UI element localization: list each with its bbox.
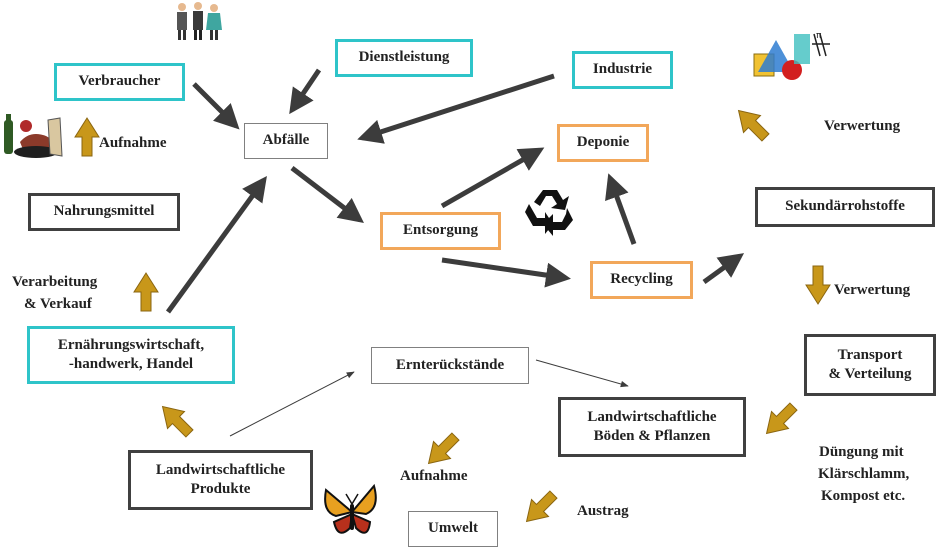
box-ernaehrungswirtschaft-line2: -handwerk, Handel	[68, 356, 194, 372]
box-transport-line1: Transport	[837, 346, 903, 363]
box-sekundaerrohstoffe-label: Sekundärrohstoffe	[785, 198, 905, 215]
arrow-produkte-ernterueckstaende	[229, 371, 355, 437]
label-austrag: Austrag	[577, 503, 629, 519]
label-verwertung-top: Verwertung	[824, 118, 901, 134]
box-nahrungsmittel: Nahrungsmittel	[28, 193, 180, 231]
gold-arrow-aufnahme-top	[74, 117, 100, 157]
box-produkte-line1: Landwirtschaftliche	[155, 461, 286, 478]
label-aufnahme-bottom: Aufnahme	[400, 468, 468, 484]
svg-text:π: π	[816, 31, 822, 41]
box-ernterueckstaende: Ernterückstände	[371, 347, 529, 384]
label-duengung-3: Kompost etc.	[821, 488, 906, 504]
box-industrie: Industrie	[572, 51, 673, 89]
business-people-icon	[177, 2, 222, 40]
box-transport-line2: & Verteilung	[828, 366, 912, 382]
gold-arrow-aufnahme-bottom	[427, 432, 460, 465]
arrow-recycling-sekundaerrohstoffe	[702, 253, 745, 285]
gold-arrow-duengung	[765, 402, 798, 435]
box-ernterueckstaende-label: Ernterückstände	[395, 356, 505, 373]
arrow-recycling-deponie	[605, 173, 637, 245]
label-aufnahme-top: Aufnahme	[99, 135, 167, 151]
box-deponie-label: Deponie	[576, 134, 630, 151]
box-ernaehrungswirtschaft: Ernährungswirtschaft, -handwerk, Handel	[27, 326, 235, 384]
box-umwelt-label: Umwelt	[428, 520, 478, 537]
gold-arrow-verwertung-right	[805, 265, 831, 305]
box-boeden-line2: Böden & Pflanzen	[593, 428, 711, 444]
gold-arrow-verarbeitung	[133, 272, 159, 312]
box-entsorgung-label: Entsorgung	[402, 222, 479, 239]
box-recycling: Recycling	[590, 261, 693, 299]
box-industrie-label: Industrie	[592, 61, 653, 78]
box-abfaelle-label: Abfälle	[262, 132, 310, 149]
label-verarbeitung-2: & Verkauf	[24, 296, 92, 312]
box-boeden-line1: Landwirtschaftliche	[587, 408, 717, 425]
box-landwirtschaftliche-boeden: Landwirtschaftliche Böden & Pflanzen	[558, 397, 746, 457]
box-ernaehrungswirtschaft-line1: Ernährungswirtschaft,	[57, 336, 205, 353]
arrow-entsorgung-recycling	[441, 257, 571, 288]
box-entsorgung: Entsorgung	[380, 212, 501, 250]
box-dienstleistung: Dienstleistung	[335, 39, 473, 77]
arrow-ernaehrung-abfaelle	[165, 175, 267, 314]
box-transport: Transport & Verteilung	[804, 334, 936, 396]
label-duengung-1: Düngung mit	[819, 444, 904, 460]
arrow-entsorgung-deponie	[440, 147, 545, 209]
box-abfaelle: Abfälle	[244, 123, 328, 159]
arrow-ernterueckstaende-boeden	[535, 359, 629, 388]
box-produkte-line2: Produkte	[190, 481, 251, 497]
gold-arrow-austrag	[525, 490, 558, 523]
arrow-abfaelle-entsorgung	[290, 166, 364, 224]
box-recycling-label: Recycling	[610, 271, 673, 288]
box-umwelt: Umwelt	[408, 511, 498, 547]
gold-arrow-verwertung-top	[737, 109, 770, 142]
geometry-shapes-icon: π	[753, 31, 830, 80]
label-duengung-2: Klärschlamm,	[818, 466, 910, 482]
recycle-icon	[525, 190, 573, 236]
gold-arrow-produkte-ernaehrung	[161, 405, 194, 438]
box-dienstleistung-label: Dienstleistung	[358, 49, 450, 66]
food-wine-icon	[4, 114, 63, 158]
box-landwirtschaftliche-produkte: Landwirtschaftliche Produkte	[128, 450, 313, 510]
box-sekundaerrohstoffe: Sekundärrohstoffe	[755, 187, 935, 227]
butterfly-icon	[324, 483, 377, 534]
arrow-verbraucher-abfaelle	[192, 82, 240, 130]
box-nahrungsmittel-label: Nahrungsmittel	[53, 203, 155, 220]
box-verbraucher-label: Verbraucher	[78, 73, 161, 90]
arrow-dienstleistung-abfaelle	[289, 68, 322, 115]
box-verbraucher: Verbraucher	[54, 63, 185, 101]
arrow-industrie-abfaelle	[357, 73, 555, 144]
label-verwertung-right: Verwertung	[834, 282, 911, 298]
label-verarbeitung-1: Verarbeitung	[12, 274, 98, 290]
box-deponie: Deponie	[557, 124, 649, 162]
